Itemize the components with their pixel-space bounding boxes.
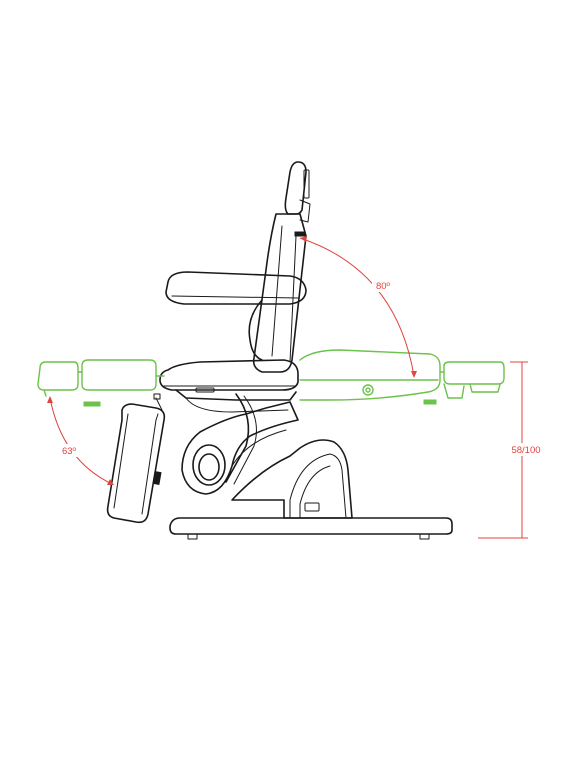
- legrest-angle-label: 63º: [62, 446, 77, 457]
- lift-column: [181, 393, 353, 519]
- legrest-angle-dimension: 63º: [47, 396, 114, 485]
- height-label: 58/100: [511, 445, 540, 456]
- height-dimension: 58/100: [478, 361, 542, 539]
- backrest: [248, 161, 311, 373]
- seat: [159, 359, 299, 413]
- armrest: [165, 271, 307, 305]
- legrest-lowered: [106, 393, 166, 524]
- backrest-angle-dimension: 80º: [299, 236, 417, 378]
- chair-base: [169, 517, 453, 540]
- flat-position-outline: [37, 349, 505, 407]
- backrest-angle-label: 80º: [376, 281, 391, 292]
